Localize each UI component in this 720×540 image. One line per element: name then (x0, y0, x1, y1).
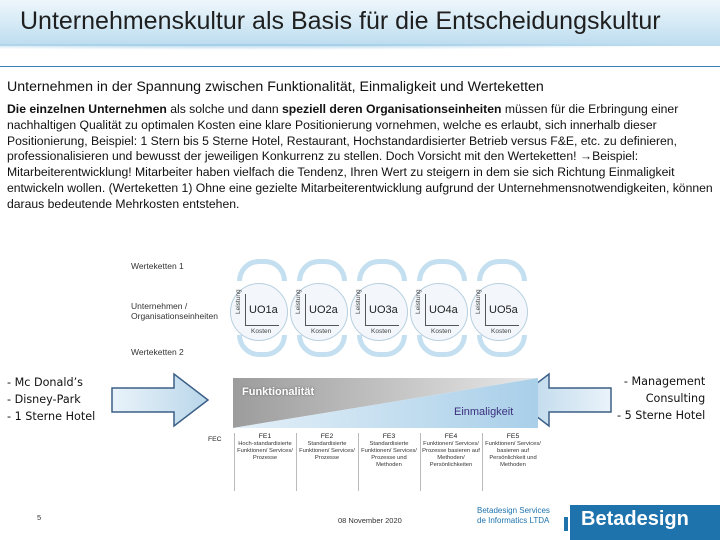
list-item: - Disney-Park (7, 393, 81, 406)
brand-line-2: de Informatics LTDA (477, 515, 550, 525)
axis-leistung: Leistung (295, 289, 302, 314)
fe-head: FE4 (444, 433, 458, 440)
axis-leistung: Leistung (415, 289, 422, 314)
slide-subtitle: Unternehmen in der Spannung zwischen Fun… (7, 79, 544, 95)
divider (296, 433, 297, 491)
axis-leistung: Leistung (475, 289, 482, 314)
left-example-list: - Mc Donald’s - Disney-Park - 1 Sterne H… (7, 374, 95, 425)
axis-kosten: Kosten (371, 328, 392, 335)
para-text-3: Beispiel: Mitarbeiterentwicklung! Mitarb… (7, 149, 713, 211)
uo-diagram: Werteketten 1 Unternehmen / Organisation… (125, 255, 555, 357)
brand-small-text: Betadesign Services de Informatics LTDA (477, 506, 550, 525)
para-text-2: müssen für die Erbringung einer nachhalt… (7, 102, 679, 164)
label-funktionalitaet: Funktionalität (242, 386, 315, 398)
page-number: 5 (37, 513, 42, 522)
fe-desc: Funktionen/ Services/ basieren auf Persö… (485, 441, 541, 468)
functionality-uniqueness-wedge (233, 378, 538, 428)
label-werteketten-2: Werteketten 2 (131, 347, 184, 357)
axes-icon (485, 294, 519, 326)
uo-label: UO4a (429, 304, 458, 316)
para-bold-1: Die einzelnen Unternehmen (7, 102, 167, 116)
fe-head: FE3 (382, 433, 396, 440)
fe-desc: Funktionen/ Services/ Prozesse basieren … (422, 441, 480, 468)
divider (234, 433, 235, 491)
fec-label: FEC (208, 436, 222, 443)
label-werteketten-1: Werteketten 1 (131, 261, 184, 271)
uo-circle-5: Leistung UO5a Kosten (470, 283, 528, 341)
brand-line-1: Betadesign Services (477, 506, 550, 515)
fe-column-2: FE2 Standardisierte Funktionen/ Services… (298, 433, 356, 462)
title-divider (0, 66, 720, 67)
list-item: - 1 Sterne Hotel (7, 410, 96, 423)
uo-circle-1: Leistung UO1a Kosten (230, 283, 288, 341)
divider (482, 433, 483, 491)
axes-icon (365, 294, 399, 326)
axis-kosten: Kosten (431, 328, 452, 335)
uo-label: UO1a (249, 304, 278, 316)
list-item: Consulting (645, 392, 706, 405)
logo-mark-icon (564, 517, 568, 531)
value-chain-arc (237, 259, 287, 281)
fe-column-1: FE1 Hoch-standardisierte Funktionen/ Ser… (236, 433, 294, 462)
fe-desc: Hoch-standardisierte Funktionen/ Service… (237, 441, 293, 461)
axes-icon (425, 294, 459, 326)
para-bold-2: speziell deren Organisationseinheiten (282, 102, 502, 116)
arrow-right-icon (111, 372, 210, 428)
divider (420, 433, 421, 491)
para-text-1: als solche und dann (166, 102, 283, 116)
axes-icon (305, 294, 339, 326)
fe-head: FE1 (258, 433, 272, 440)
fe-column-5: FE5 Funktionen/ Services/ basieren auf P… (484, 433, 542, 469)
fe-column-3: FE3 Standardisierte Funktionen/ Services… (360, 433, 418, 469)
list-item: - Mc Donald’s (7, 376, 83, 389)
axes-icon (245, 294, 279, 326)
slide-title: Unternehmenskultur als Basis für die Ent… (20, 7, 661, 35)
uo-label: UO2a (309, 304, 338, 316)
divider (358, 433, 359, 491)
uo-label: UO5a (489, 304, 518, 316)
value-chain-arc (357, 259, 407, 281)
axis-leistung: Leistung (235, 289, 242, 314)
axis-kosten: Kosten (491, 328, 512, 335)
fe-head: FE2 (320, 433, 334, 440)
body-paragraph: Die einzelnen Unternehmen als solche und… (7, 102, 713, 213)
fe-desc: Standardisierte Funktionen/ Services/ Pr… (299, 441, 355, 461)
uo-circle-3: Leistung UO3a Kosten (350, 283, 408, 341)
fe-desc: Standardisierte Funktionen/ Services/ Pr… (361, 441, 417, 468)
uo-circle-4: Leistung UO4a Kosten (410, 283, 468, 341)
fe-row: FEC FE1 Hoch-standardisierte Funktionen/… (208, 433, 548, 493)
value-chain-arc (297, 259, 347, 281)
slide-date: 08 November 2020 (338, 516, 402, 525)
value-chain-arc (477, 259, 527, 281)
label-unternehmen: Unternehmen / (131, 301, 188, 311)
axis-leistung: Leistung (355, 289, 362, 314)
brand-banner (570, 505, 720, 540)
list-item: - 5 Sterne Hotel (617, 409, 706, 422)
label-einmaligkeit: Einmaligkeit (454, 406, 514, 418)
brand-logo-text: Betadesign (581, 508, 689, 530)
value-chain-arc (417, 259, 467, 281)
arrow-icon: → (579, 149, 593, 164)
title-band (0, 0, 720, 50)
axis-kosten: Kosten (251, 328, 272, 335)
uo-circle-2: Leistung UO2a Kosten (290, 283, 348, 341)
fe-column-4: FE4 Funktionen/ Services/ Prozesse basie… (422, 433, 480, 469)
fe-head: FE5 (506, 433, 520, 440)
axis-kosten: Kosten (311, 328, 332, 335)
uo-label: UO3a (369, 304, 398, 316)
right-example-list: - Management Consulting - 5 Sterne Hotel (617, 373, 705, 424)
list-item: - Management (623, 375, 706, 388)
label-organisationseinheiten: Organisationseinheiten (131, 311, 218, 321)
